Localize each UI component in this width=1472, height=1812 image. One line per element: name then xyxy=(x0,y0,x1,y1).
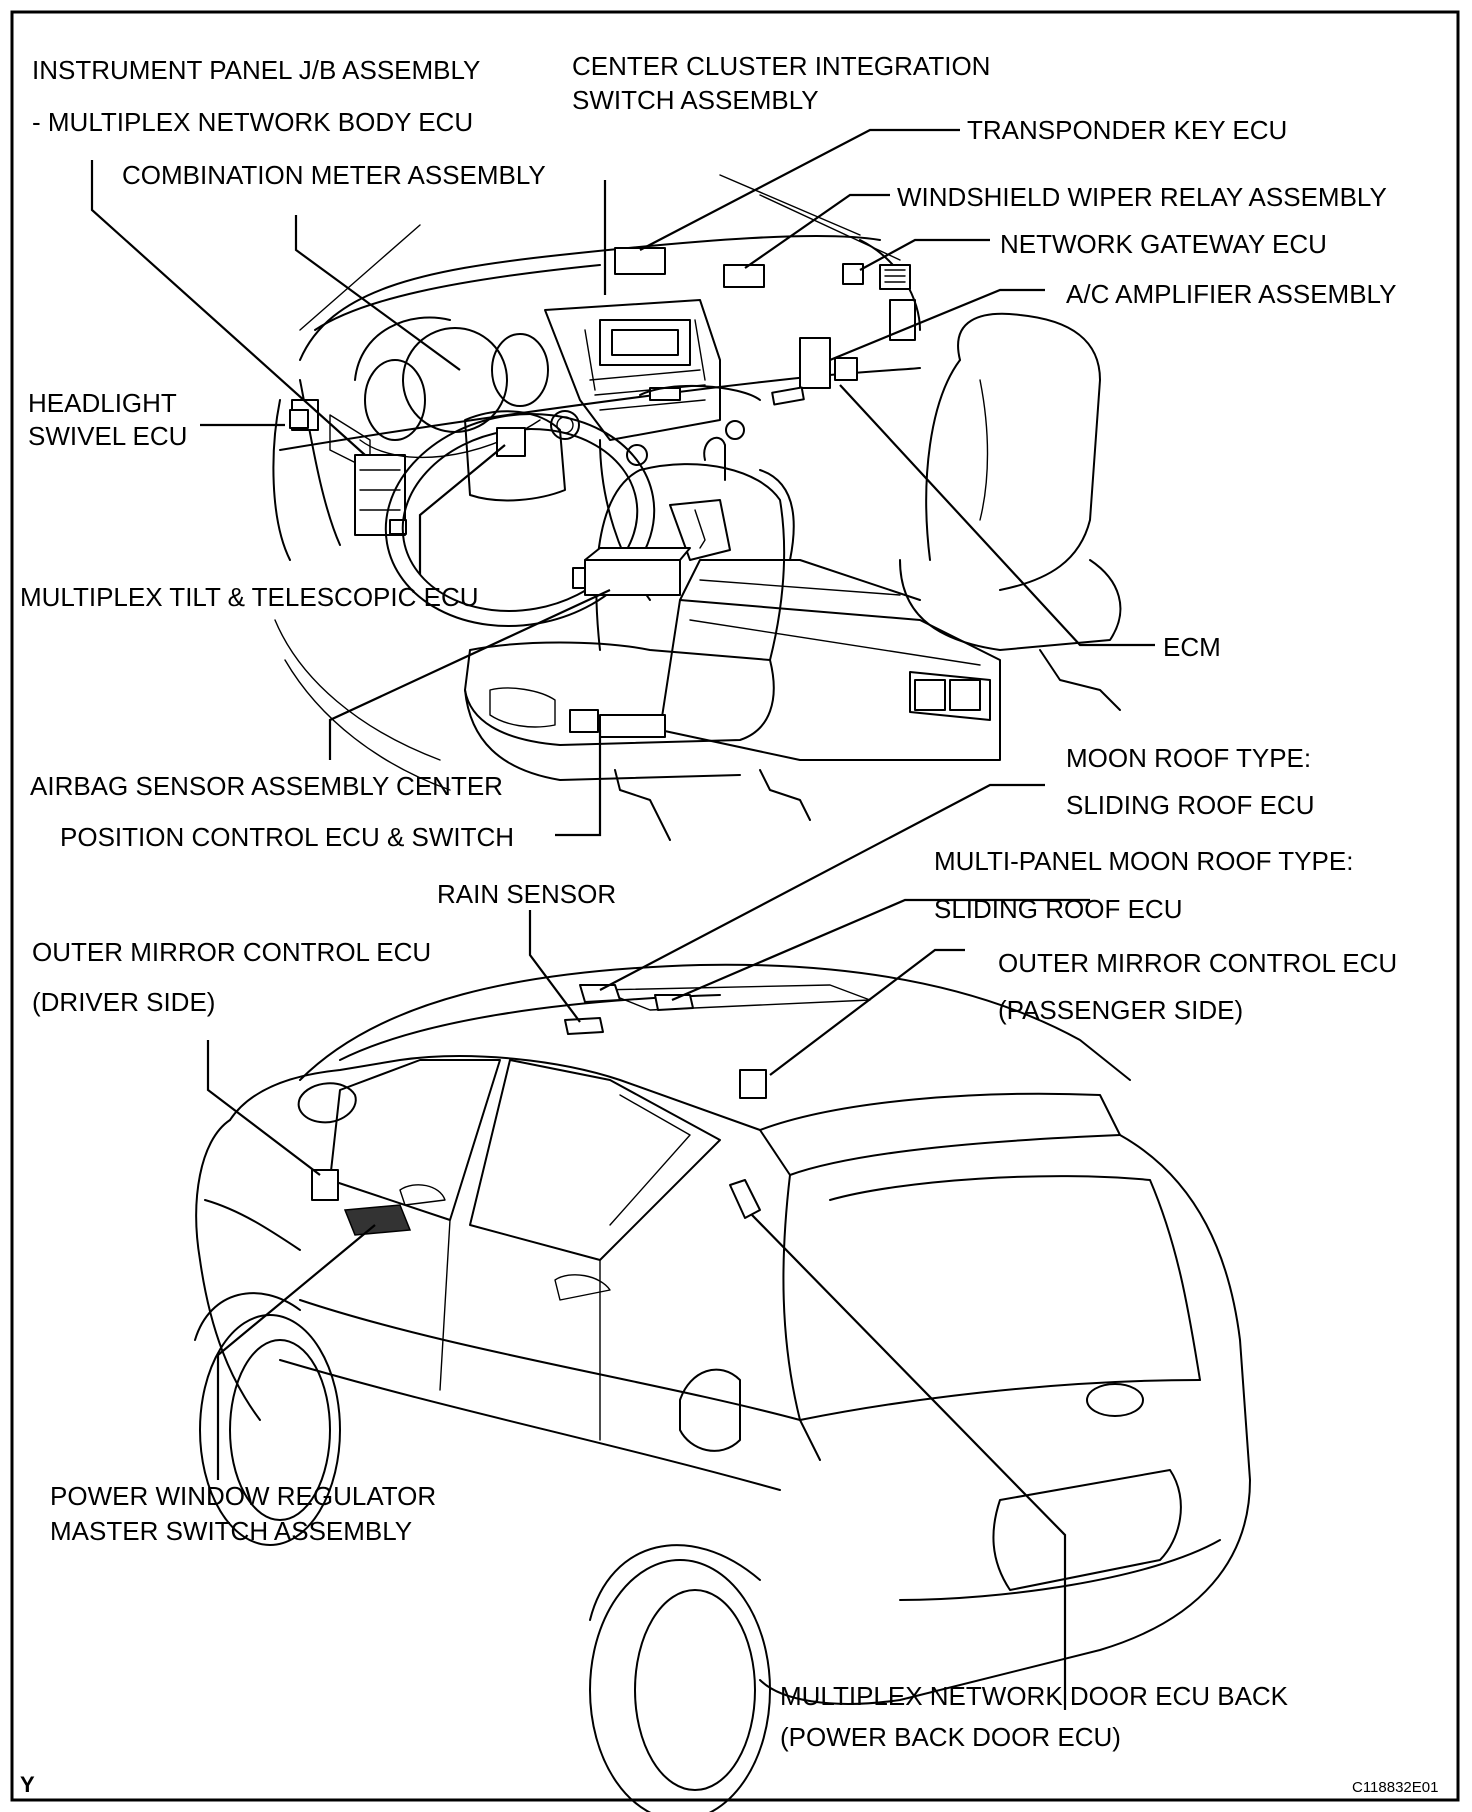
label-power-window-line2: MASTER SWITCH ASSEMBLY xyxy=(50,1516,412,1546)
label-transponder-key-ecu: TRANSPONDER KEY ECU xyxy=(967,115,1287,145)
label-instrument-panel-jb: INSTRUMENT PANEL J/B ASSEMBLY xyxy=(32,55,480,85)
label-outer-mirror-passenger-line1: OUTER MIRROR CONTROL ECU xyxy=(998,948,1397,978)
label-outer-mirror-driver-line2: (DRIVER SIDE) xyxy=(32,987,215,1017)
interior-illustration xyxy=(272,174,1122,841)
vehicle-illustration xyxy=(194,963,1251,1812)
label-outer-mirror-passenger-line2: (PASSENGER SIDE) xyxy=(998,995,1243,1025)
ecm-part xyxy=(834,357,858,381)
gateway-ecu-part xyxy=(842,263,864,285)
label-sliding-roof-ecu-2: SLIDING ROOF ECU xyxy=(934,894,1182,924)
label-headlight-line2: SWIVEL ECU xyxy=(28,421,187,451)
label-multi-panel-type: MULTI-PANEL MOON ROOF TYPE: xyxy=(934,846,1353,876)
right-vent xyxy=(879,264,911,290)
center-stack-shape xyxy=(544,299,745,466)
label-network-gateway-ecu: NETWORK GATEWAY ECU xyxy=(1000,229,1327,259)
sliding-roof-ecu-1-part xyxy=(579,984,621,1003)
position-control-part xyxy=(569,709,599,733)
label-ecm: ECM xyxy=(1163,632,1221,662)
label-center-cluster-line2: SWITCH ASSEMBLY xyxy=(572,85,819,115)
corner-mark: Y xyxy=(20,1772,35,1797)
label-multiplex-body-ecu: - MULTIPLEX NETWORK BODY ECU xyxy=(32,107,473,137)
labels: INSTRUMENT PANEL J/B ASSEMBLY - MULTIPLE… xyxy=(20,51,1438,1797)
mirror-ecu-passenger-part xyxy=(739,1069,767,1099)
label-wiper-relay: WINDSHIELD WIPER RELAY ASSEMBLY xyxy=(897,182,1387,212)
label-outer-mirror-driver-line1: OUTER MIRROR CONTROL ECU xyxy=(32,937,431,967)
driver-seat-shape xyxy=(464,463,811,841)
label-center-cluster-line1: CENTER CLUSTER INTEGRATION xyxy=(572,51,990,81)
label-moon-roof-type: MOON ROOF TYPE: xyxy=(1066,743,1311,773)
ac-amplifier-part xyxy=(799,337,831,389)
junction-block-shape xyxy=(354,454,407,536)
tilt-telescopic-ecu-part xyxy=(496,427,526,457)
leader-lines xyxy=(90,128,1155,1710)
back-door-ecu-part xyxy=(729,1179,761,1219)
console-shape xyxy=(599,384,1001,761)
sliding-roof-ecu-2-part xyxy=(654,994,694,1011)
label-back-door-ecu-line1: MULTIPLEX NETWORK DOOR ECU BACK xyxy=(780,1681,1289,1711)
label-rain-sensor: RAIN SENSOR xyxy=(437,879,616,909)
mirror-ecu-driver-part xyxy=(311,1169,339,1201)
label-power-window-line1: POWER WINDOW REGULATOR xyxy=(50,1481,436,1511)
label-sliding-roof-ecu-1: SLIDING ROOF ECU xyxy=(1066,790,1314,820)
label-combination-meter: COMBINATION METER ASSEMBLY xyxy=(122,160,546,190)
airbag-sensor-part xyxy=(584,559,681,596)
headlight-ecu-part xyxy=(289,409,309,429)
label-tilt-telescopic-ecu: MULTIPLEX TILT & TELESCOPIC ECU xyxy=(20,582,479,612)
figure-code: C118832E01 xyxy=(1352,1779,1438,1796)
power-window-switch-part xyxy=(343,1204,412,1236)
diagram-frame xyxy=(10,10,1460,1802)
label-airbag-sensor-center: AIRBAG SENSOR ASSEMBLY CENTER xyxy=(30,771,503,801)
transponder-ecu-part xyxy=(614,247,666,275)
label-position-control-ecu: POSITION CONTROL ECU & SWITCH xyxy=(60,822,514,852)
wiper-relay-part xyxy=(723,264,765,288)
label-headlight-line1: HEADLIGHT xyxy=(28,388,177,418)
label-ac-amplifier: A/C AMPLIFIER ASSEMBLY xyxy=(1066,279,1396,309)
rain-sensor-part xyxy=(564,1017,604,1035)
passenger-seat-shape xyxy=(899,312,1122,711)
label-back-door-ecu-line2: (POWER BACK DOOR ECU) xyxy=(780,1722,1121,1752)
